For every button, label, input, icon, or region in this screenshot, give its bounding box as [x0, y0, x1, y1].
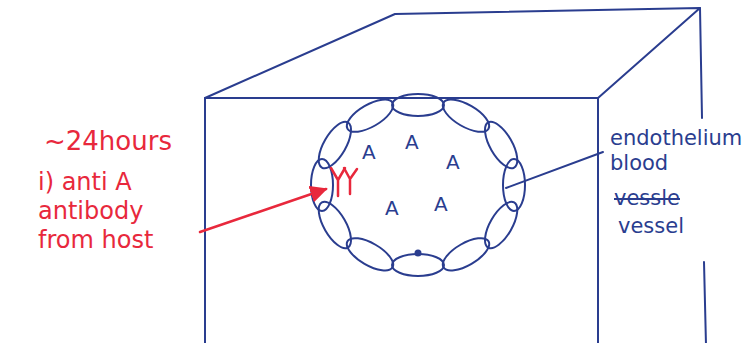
leader-line [506, 152, 603, 188]
endothelial-cell [342, 93, 398, 138]
antigen-label: A [446, 150, 460, 174]
block-top-face [205, 8, 700, 98]
nucleus-dot [416, 251, 421, 256]
block-front-face [205, 98, 598, 343]
antibody-symbol [331, 168, 357, 196]
endothelial-cell [392, 94, 444, 116]
block-side-edge [700, 8, 702, 118]
block-side-edge [704, 262, 706, 343]
endothelial-cell [312, 197, 357, 253]
pointer-arrow [200, 189, 326, 232]
endothelial-cell [312, 117, 357, 173]
antibody-note: i) anti A antibody from host [38, 168, 188, 254]
endothelial-cell [392, 254, 444, 276]
time-note: ~24hours [44, 126, 214, 157]
antigen-label: A [434, 192, 448, 216]
structure-label: endothelium blood [610, 126, 742, 176]
endothelial-cell [479, 117, 524, 173]
endothelial-cell [479, 197, 524, 253]
antigen-label: A [385, 196, 399, 220]
structure-label: vessel [618, 214, 684, 239]
endothelial-cell [438, 232, 494, 277]
antigen-label: A [362, 140, 376, 164]
struck-word: vessle [614, 186, 680, 211]
blood-vessel [311, 93, 525, 277]
antigen-label: A [405, 130, 419, 154]
